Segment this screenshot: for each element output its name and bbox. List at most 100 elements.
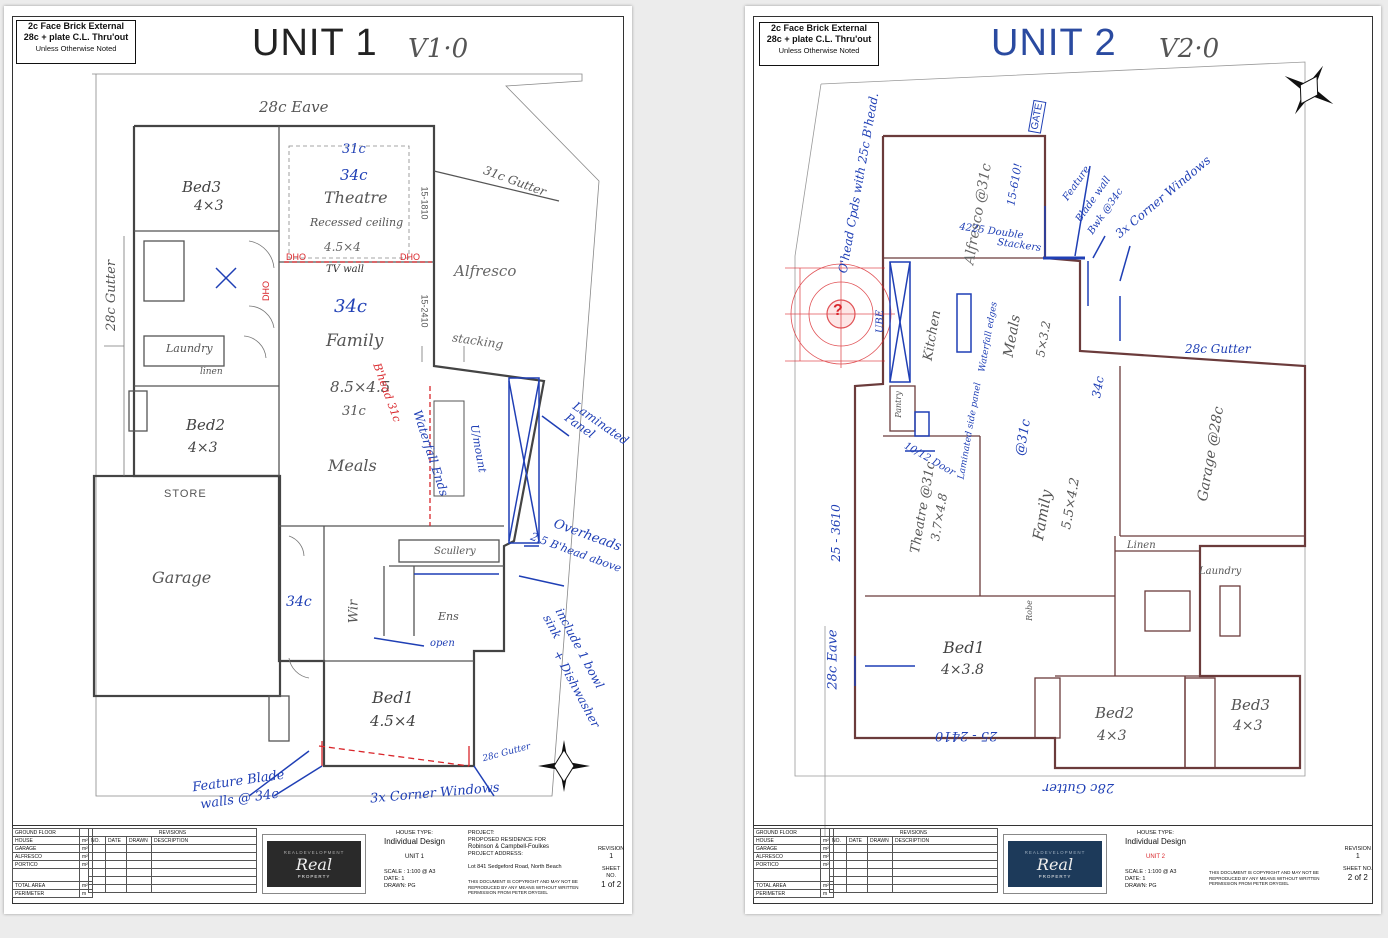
room-label-ens: Ens xyxy=(438,610,459,623)
area-alfresco: ALFRESCO xyxy=(12,852,80,861)
logo-subtitle: PROPERTY xyxy=(1038,873,1072,879)
copyright-block: THIS DOCUMENT IS COPYRIGHT AND MAY NOT B… xyxy=(1209,870,1329,887)
sheet-number-label: SHEET NO. xyxy=(601,866,621,879)
logo-subtitle: PROPERTY xyxy=(297,873,331,879)
revision-number: 1 xyxy=(1355,853,1360,860)
recessed-ceiling-label: Recessed ceiling xyxy=(310,216,404,229)
logo-script: Real xyxy=(295,854,333,874)
room-label-linen: Linen xyxy=(1127,540,1156,551)
client-name: Robinson & Campbell-Foulkes xyxy=(468,844,550,850)
compass-rose-icon xyxy=(1284,65,1334,115)
room-label-theatre: Theatre xyxy=(324,188,388,207)
room-label-scullery: Scullery xyxy=(434,546,476,557)
perimeter-unit: m xyxy=(79,889,93,898)
company-logo: REALDEVELOPMENT Real PROPERTY xyxy=(1003,834,1107,894)
page-title: UNIT 2 xyxy=(991,22,1117,64)
perimeter-unit: m xyxy=(820,889,834,898)
eave-note: 28c Eave xyxy=(825,629,841,690)
total-area-label: TOTAL AREA xyxy=(753,881,821,890)
project-address: Lot 841 Sedgeford Road, North Beach xyxy=(468,864,562,870)
house-type-value: Individual Design xyxy=(384,837,445,846)
scale-label: SCALE : 1:100 @ A3 xyxy=(1125,869,1177,875)
dimension-note-2: 25 - 3610 xyxy=(828,504,843,562)
room-size-bed3: 4×3 xyxy=(1233,718,1263,734)
room-label-store: STORE xyxy=(164,488,207,500)
room-label-pantry: Pantry xyxy=(893,391,903,418)
ceiling-height-theatre-1: 31c xyxy=(342,142,366,157)
rev-col-no: NO. xyxy=(829,836,847,845)
area-house: HOUSE xyxy=(12,836,80,845)
revision-sheet-block: REVISION 1 SHEET NO. 2 of 2 xyxy=(1343,846,1373,883)
dimension-note-3: 25 - 2410 xyxy=(935,728,998,743)
lot-boundary xyxy=(794,61,1306,777)
plan-sheet-unit-2: 2c Face Brick External 28c + plate C.L. … xyxy=(745,6,1381,914)
construction-note: 2c Face Brick External 28c + plate C.L. … xyxy=(759,22,879,66)
room-size-bed2: 4×3 xyxy=(1097,728,1127,744)
sheet-number: 1 of 2 xyxy=(601,880,622,889)
open-note: open xyxy=(430,638,455,649)
house-type-block: HOUSE TYPE: Individual Design UNIT 2 SCA… xyxy=(1125,830,1186,890)
room-size-bed1: 4.5×4 xyxy=(370,712,416,730)
area-alfresco: ALFRESCO xyxy=(753,852,821,861)
lot-boundary xyxy=(92,73,600,797)
note-line-2: 28c + plate C.L. Thru'out xyxy=(23,32,129,42)
room-label-garage: Garage xyxy=(152,568,212,587)
room-label-bed3: Bed3 xyxy=(182,178,222,196)
drawn-label: DRAWN: PG xyxy=(384,883,416,889)
logo-brand: REALDEVELOPMENT xyxy=(1024,849,1086,855)
construction-note: 2c Face Brick External 28c + plate C.L. … xyxy=(16,20,136,64)
sheet-number: 2 of 2 xyxy=(1347,873,1368,882)
floor-plan-unit-2 xyxy=(785,61,1307,836)
rev-col-drawn: DRAWN xyxy=(867,836,893,845)
rev-col-description: DESCRIPTION xyxy=(151,836,257,845)
ground-floor-header: GROUND FLOOR xyxy=(753,828,821,837)
project-label: PROJECT: xyxy=(468,830,495,836)
room-size-family: 8.5×4.5 xyxy=(330,378,391,396)
room-label-alfresco: Alfresco xyxy=(454,262,517,280)
sheet-border xyxy=(753,16,1373,904)
room-label-meals: Meals xyxy=(328,456,377,475)
logo-brand: REALDEVELOPMENT xyxy=(283,849,345,855)
ground-floor-header: GROUND FLOOR xyxy=(12,828,80,837)
copyright-notice: THIS DOCUMENT IS COPYRIGHT AND MAY NOT B… xyxy=(468,879,579,895)
ceiling-height-family-2: 31c xyxy=(342,404,366,419)
area-garage: GARAGE xyxy=(753,844,821,853)
room-label-bed1: Bed1 xyxy=(372,688,414,707)
gutter-note-left: 28c Gutter xyxy=(104,259,120,332)
perimeter-label: PERIMETER xyxy=(12,889,80,898)
unit-name: UNIT 2 xyxy=(1146,854,1165,860)
note-line-2: 28c + plate C.L. Thru'out xyxy=(766,34,872,44)
area-house: HOUSE xyxy=(753,836,821,845)
area-portico: PORTICO xyxy=(12,860,80,869)
ceiling-height-family: 34c xyxy=(334,296,367,317)
eave-note: 28c Eave xyxy=(259,98,329,116)
room-size-bed3: 4×3 xyxy=(194,198,224,214)
logo-panel: REALDEVELOPMENT Real PROPERTY xyxy=(1008,841,1102,887)
room-size-bed2: 4×3 xyxy=(188,440,218,456)
compass-rose-icon xyxy=(538,740,590,792)
revision-label: REVISION xyxy=(598,846,625,852)
room-label-bed1: Bed1 xyxy=(943,638,985,657)
dho-label-1: DHO xyxy=(286,252,306,262)
revisions-header: REVISIONS xyxy=(829,828,998,837)
copyright-notice: THIS DOCUMENT IS COPYRIGHT AND MAY NOT B… xyxy=(1209,870,1320,886)
date-label: DATE: 1 xyxy=(384,876,405,882)
date-label: DATE: 1 xyxy=(1125,876,1146,882)
house-type-label: HOUSE TYPE: xyxy=(1137,830,1174,836)
drawn-label: DRAWN: PG xyxy=(1125,883,1157,889)
room-size-bed1: 4×3.8 xyxy=(941,662,984,678)
dimension-note-1: 15-1810 xyxy=(419,186,430,220)
room-label-robe: Robe xyxy=(1024,600,1034,621)
dimension-note-2: 15-2410 xyxy=(419,294,430,328)
ube-note: UBE xyxy=(875,309,887,334)
total-area-label: TOTAL AREA xyxy=(12,881,80,890)
ceiling-height-theatre-2: 34c xyxy=(340,166,368,184)
room-label-wir: Wir xyxy=(346,599,362,624)
room-label-linen: linen xyxy=(200,367,223,377)
project-block: PROJECT: PROPOSED RESIDENCE FOR Robinson… xyxy=(468,830,588,896)
rev-col-date: DATE xyxy=(846,836,868,845)
revision-number: 1 xyxy=(609,853,614,860)
